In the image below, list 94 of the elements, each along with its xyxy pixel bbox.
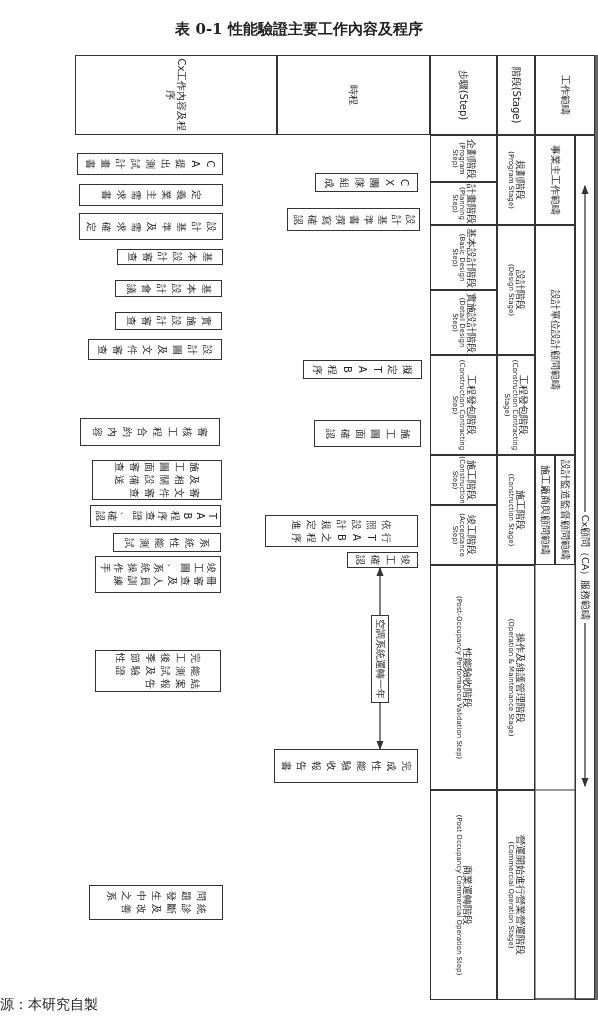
- task-text: 系統性能測試: [123, 537, 212, 548]
- band-label: Cx顧問（CA）服務範疇: [578, 511, 592, 624]
- edge-label: 空調系統運轉一年: [371, 614, 389, 703]
- cell-text: 計畫階段: [465, 183, 477, 224]
- table-cell: [497, 135, 535, 225]
- task-text: 竣工確認: [354, 554, 412, 566]
- task-text: 竣工圖、系統操作手冊審查及人員訓練: [98, 562, 219, 587]
- task-box: [113, 533, 221, 552]
- cell-text: 基本設計階段: [465, 227, 477, 288]
- task-box: [89, 885, 223, 920]
- table-cell: [430, 790, 497, 1000]
- table-cell: [430, 182, 497, 225]
- task-box: [115, 312, 222, 330]
- table-cell: [497, 225, 535, 355]
- cell-text: 規劃階段: [514, 160, 526, 200]
- cell-text: 竣工階段: [465, 515, 477, 555]
- task-box: [80, 418, 220, 446]
- table-cell: [535, 225, 575, 455]
- task-text: 完工後季節性能測試及驗證結案報告: [114, 652, 203, 690]
- task-text: 完成性能驗收報告書: [280, 760, 413, 772]
- cell-text: 操作及維護管理階段: [514, 632, 526, 723]
- cell-text: 事業主工作範疇: [549, 145, 561, 215]
- cell-text: 施工廠商與顧問範疇: [539, 465, 551, 555]
- task-text: 施工圖面審查及相關設備送審文件審查: [113, 461, 202, 499]
- header-cell: [75, 55, 277, 135]
- table-cell: [497, 790, 535, 1000]
- cell-text: 工作範疇: [559, 75, 571, 115]
- table-cell: [430, 135, 497, 182]
- cell-text: 商業運轉階段: [461, 865, 474, 925]
- cell-text: 性能驗收階段: [461, 647, 474, 708]
- task-text: 基本設計審查: [126, 251, 215, 263]
- task-text: CX團隊組成: [323, 177, 411, 188]
- task-box: [115, 280, 222, 297]
- header-cell: [277, 55, 430, 135]
- task-text: TAB程序查證、確認: [94, 510, 219, 522]
- task-box: [314, 420, 421, 447]
- table-cell: [497, 355, 535, 455]
- table-cell: [555, 455, 575, 565]
- task-box: [274, 749, 418, 783]
- cell-text: 設計單位設計顧問範疇: [549, 290, 561, 390]
- table-cell: [497, 455, 535, 565]
- task-box: [90, 505, 221, 527]
- header-cell: [497, 55, 535, 135]
- cell-text: Cx工作內容及程序: [164, 57, 188, 134]
- table-cell: [430, 565, 497, 790]
- task-text: 設計基準及需求確定: [85, 221, 218, 232]
- task-box: [79, 213, 223, 240]
- table-cell: [430, 225, 497, 290]
- table-cell: [535, 135, 575, 225]
- header-cell: [430, 55, 497, 135]
- header-cell: [535, 55, 595, 135]
- cell-text: 營運開始進行營業營運階段: [514, 835, 526, 955]
- table-cell: [430, 505, 497, 565]
- cell-text: 施工階段: [465, 460, 477, 500]
- task-box: [303, 360, 422, 379]
- table-cell: [430, 290, 497, 355]
- task-box: [265, 515, 418, 547]
- table-cell: [497, 565, 535, 790]
- cell-text: 實施設計階段: [465, 292, 477, 353]
- cell-text: 時程: [347, 85, 360, 105]
- task-box: [287, 208, 420, 231]
- task-box: [347, 552, 418, 568]
- cell-text: 設計監造監督顧問範疇: [559, 460, 571, 560]
- task-box: [117, 249, 223, 265]
- task-box: [88, 339, 222, 360]
- task-text: 審核工程合約內容: [91, 426, 210, 438]
- table-title: 表 0-1 性能驗證主要工作內容及程序: [174, 20, 424, 39]
- cell-text: 階段(Stage): [510, 66, 522, 124]
- source-note: 源：本研究自製: [0, 996, 98, 1014]
- task-text: 設計圖及文件審查: [96, 344, 215, 355]
- cell-text: 設計階段: [514, 270, 526, 310]
- task-text: CA提出測試計畫書: [84, 158, 217, 170]
- cell-text: 步驟(Step): [457, 69, 470, 121]
- task-box: [77, 153, 223, 175]
- task-box: [79, 184, 223, 206]
- cell-text: 施工階段: [514, 490, 526, 530]
- cell-text: 工程發包階段: [465, 375, 477, 435]
- table-cell: [430, 455, 497, 505]
- cell-text: 企劃階段: [465, 138, 477, 179]
- cell-text: 工程發包階段: [518, 375, 530, 435]
- task-text: 依照設計規定進行TAB之程序: [290, 519, 394, 543]
- task-text: 定義業主需求書: [100, 189, 203, 201]
- table-cell: [535, 455, 555, 565]
- task-text: 問題發生中之系統診斷及改善: [105, 890, 208, 915]
- task-box: [95, 650, 221, 692]
- table-cell: [430, 355, 497, 455]
- task-text: 設計基準書撰寫確認: [291, 214, 418, 225]
- task-text: 擬定TAB程序: [311, 364, 415, 375]
- task-text: 基本設計會議: [125, 283, 213, 294]
- task-text: 施工圖面確認: [324, 428, 412, 439]
- task-box: [315, 173, 418, 192]
- task-text: 實施設計審查: [125, 315, 213, 327]
- task-box: [92, 460, 222, 500]
- task-box: [95, 556, 221, 593]
